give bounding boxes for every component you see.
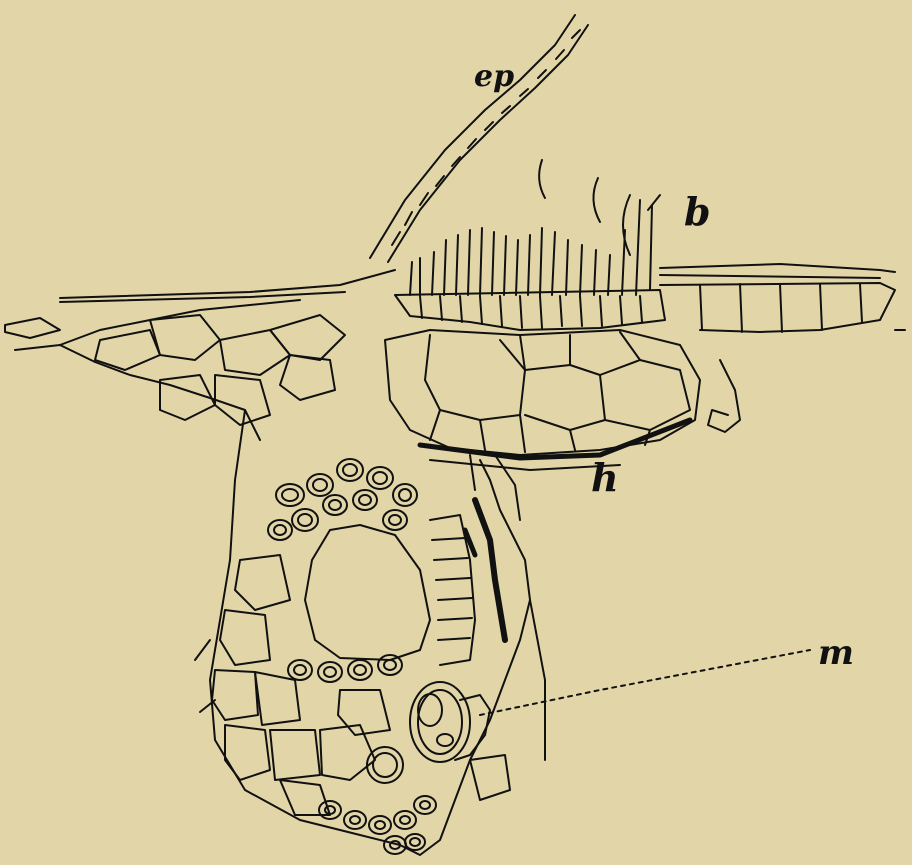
label-ep: ep [474,62,514,92]
label-b: b [684,193,711,231]
label-h: h [591,459,619,497]
palisade-row [395,290,665,330]
bottom-round-cells [319,747,436,854]
dark-cells [475,500,505,640]
m-structure [410,682,490,762]
hook-structure [708,360,740,432]
left-tissue-outline [5,318,60,338]
label-m: m [818,636,854,670]
left-parenchyma [95,315,345,425]
large-chamber [305,525,430,660]
m-leader-line [480,650,810,715]
upper-surface-line [60,270,395,298]
vascular-bundle-outline [210,410,530,855]
ring-cells [268,459,417,682]
epidermis-strip [370,15,575,258]
lower-parenchyma [212,555,510,815]
hair-structures [410,160,660,295]
right-surface-line [660,264,895,272]
right-surface-line-2 [660,275,880,278]
